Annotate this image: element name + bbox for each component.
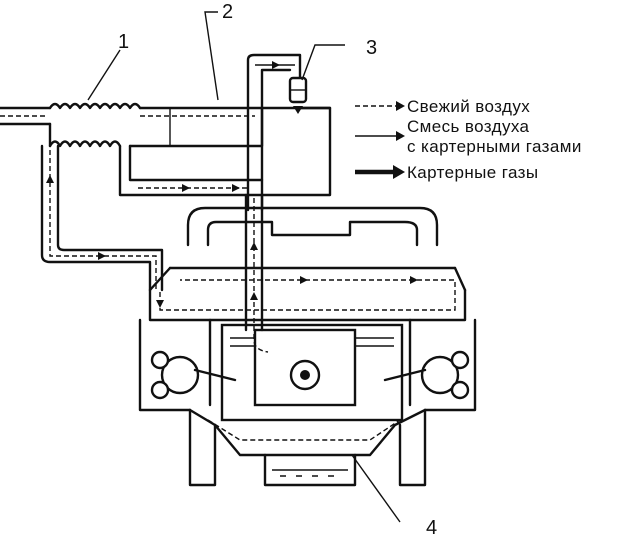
callout-4: 4: [426, 517, 437, 539]
legend-mixture-arrow-icon: [396, 131, 405, 141]
legend-fresh-air-arrow-icon: [396, 101, 405, 111]
legend-fresh-air-label: Свежий воздух: [407, 97, 530, 116]
right-camshaft: [383, 350, 470, 400]
callout-3: 3: [366, 37, 377, 59]
legend: Свежий воздух Смесь воздуха с картерными…: [355, 97, 582, 182]
left-breather-hose: [40, 144, 164, 292]
engine-block: [138, 206, 477, 487]
legend-crankcase-arrow-icon: [393, 165, 405, 179]
legend-mixture-label-line1: Смесь воздуха: [407, 117, 530, 136]
legend-mixture-label-line2: с картерными газами: [407, 137, 582, 156]
callout-leaders: [87, 11, 401, 523]
callout-2: 2: [222, 1, 233, 23]
pcv-valve: [288, 76, 308, 114]
center-breather-pipe: [244, 193, 269, 353]
left-camshaft: [150, 350, 237, 400]
callout-1: 1: [118, 31, 129, 53]
pcv-hose-upper: [246, 53, 332, 212]
legend-crankcase-label: Картерные газы: [407, 163, 538, 182]
